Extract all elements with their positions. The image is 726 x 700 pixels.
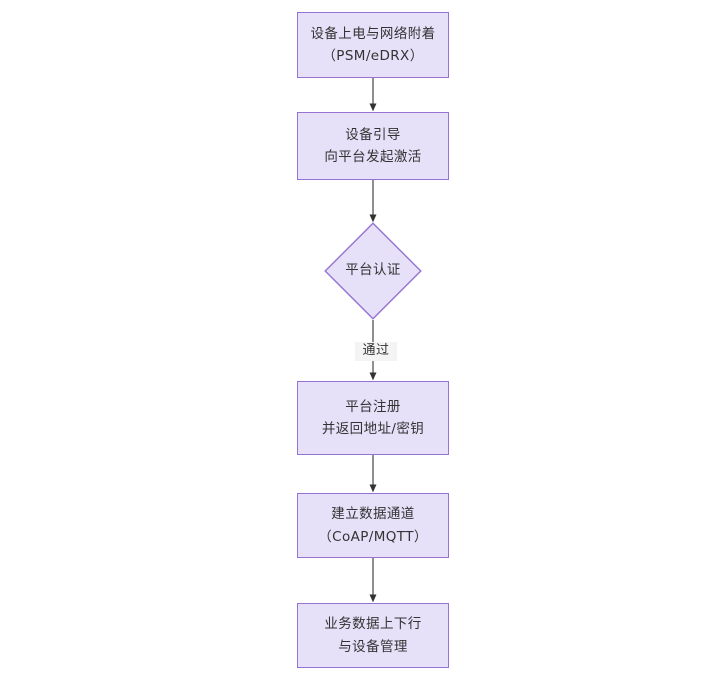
node-platform-auth-label: 平台认证 <box>345 262 401 279</box>
node-bootstrap-line2: 向平台发起激活 <box>324 149 422 165</box>
node-power-on-line2: （PSM/eDRX） <box>322 48 424 64</box>
node-data-channel[interactable]: 建立数据通道 （CoAP/MQTT） <box>297 493 449 558</box>
node-data-channel-line2: （CoAP/MQTT） <box>318 528 428 545</box>
node-power-on-line1: 设备上电与网络附着 <box>310 25 436 42</box>
node-business-data-line2: 与设备管理 <box>338 638 408 655</box>
node-platform-auth[interactable]: 平台认证 <box>324 222 422 320</box>
node-platform-register-line2: 并返回地址/密钥 <box>321 421 425 437</box>
edge-label-pass: 通过 <box>355 342 397 361</box>
node-bootstrap[interactable]: 设备引导 向平台发起激活 <box>297 112 449 180</box>
node-platform-register-line1: 平台注册 <box>345 398 401 415</box>
node-business-data-line1: 业务数据上下行 <box>324 616 422 633</box>
node-platform-register[interactable]: 平台注册 并返回地址/密钥 <box>297 381 449 455</box>
node-data-channel-line1: 建立数据通道 <box>331 506 415 523</box>
node-bootstrap-line1: 设备引导 <box>345 126 401 143</box>
diamond-shape <box>324 222 422 320</box>
node-business-data[interactable]: 业务数据上下行 与设备管理 <box>297 603 449 668</box>
node-power-on[interactable]: 设备上电与网络附着 （PSM/eDRX） <box>297 12 449 78</box>
